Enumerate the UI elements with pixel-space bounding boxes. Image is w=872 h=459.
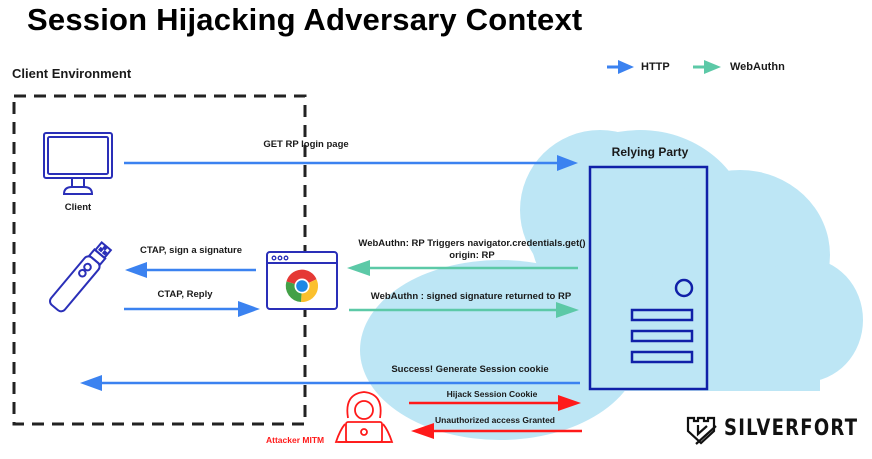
legend-webauthn-arrow bbox=[693, 60, 721, 74]
flow-label-get-login: GET RP login page bbox=[263, 139, 349, 150]
chrome-browser-icon bbox=[266, 251, 338, 310]
arrow-ctap-sign bbox=[125, 262, 256, 278]
flow-label-webauthn-origin: origin: RP bbox=[449, 250, 495, 261]
server-icon bbox=[588, 165, 709, 391]
arrow-unauthorized bbox=[411, 423, 582, 439]
page-title: Session Hijacking Adversary Context bbox=[27, 2, 583, 37]
arrow-get-login bbox=[124, 155, 578, 171]
arrow-webauthn-trigger bbox=[347, 260, 578, 276]
arrow-ctap-reply bbox=[124, 301, 260, 317]
client-environment-label: Client Environment bbox=[12, 66, 132, 81]
hooded-hacker-icon bbox=[334, 391, 394, 443]
silverfort-brand-name: SILVERFORT bbox=[724, 416, 859, 441]
relying-party-label: Relying Party bbox=[611, 145, 689, 159]
flow-label-ctap-sign: CTAP, sign a signature bbox=[139, 245, 243, 256]
flow-label-webauthn-return: WebAuthn : signed signature returned to … bbox=[370, 291, 572, 302]
legend-http-arrow bbox=[607, 60, 634, 74]
flow-label-unauthorized: Unauthorized access Granted bbox=[435, 415, 555, 425]
client-label: Client bbox=[64, 202, 92, 213]
arrow-webauthn-return bbox=[349, 302, 579, 318]
arrow-hijack bbox=[409, 395, 581, 411]
flow-label-ctap-reply: CTAP, Reply bbox=[157, 289, 213, 300]
arrow-session-cookie bbox=[80, 375, 580, 391]
flow-label-webauthn-trigger: WebAuthn: RP Triggers navigator.credenti… bbox=[358, 238, 586, 249]
legend-http-label: HTTP bbox=[641, 61, 670, 73]
monitor-icon bbox=[43, 132, 113, 195]
cloud-shape bbox=[360, 130, 863, 440]
flow-label-hijack: Hijack Session Cookie bbox=[446, 389, 538, 399]
attacker-label: Attacker MITM bbox=[266, 435, 325, 445]
legend-webauthn-label: WebAuthn bbox=[730, 61, 785, 73]
flow-label-session-cookie: Success! Generate Session cookie bbox=[391, 364, 549, 375]
silverfort-shield-icon bbox=[686, 416, 717, 445]
usb-security-key-icon bbox=[49, 241, 113, 313]
